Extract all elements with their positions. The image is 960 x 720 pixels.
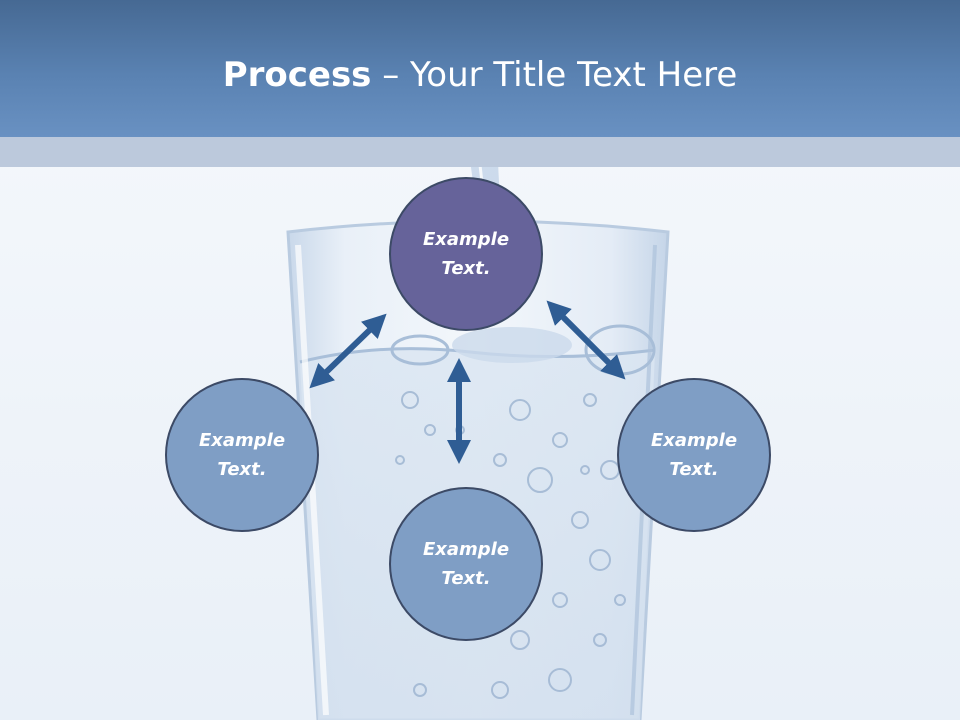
process-node-right[interactable]: Example Text. (617, 378, 771, 532)
double-arrow-icon (546, 300, 626, 380)
process-node-bottom[interactable]: Example Text. (389, 487, 543, 641)
slide-title[interactable]: Process – Your Title Text Here (0, 52, 960, 98)
slide-title-bold: Process (222, 55, 372, 95)
process-node-left[interactable]: Example Text. (165, 378, 319, 532)
process-node-top-label: Example Text. (422, 229, 510, 279)
title-bar (0, 0, 960, 137)
process-node-right-label: Example Text. (650, 430, 738, 480)
process-node-top[interactable]: Example Text. (389, 177, 543, 331)
process-node-left-label: Example Text. (198, 430, 286, 480)
process-node-bottom-label: Example Text. (422, 539, 510, 589)
slide-title-rest: – Your Title Text Here (371, 55, 738, 95)
title-bar-strip (0, 137, 960, 167)
double-arrow-icon (309, 313, 387, 389)
